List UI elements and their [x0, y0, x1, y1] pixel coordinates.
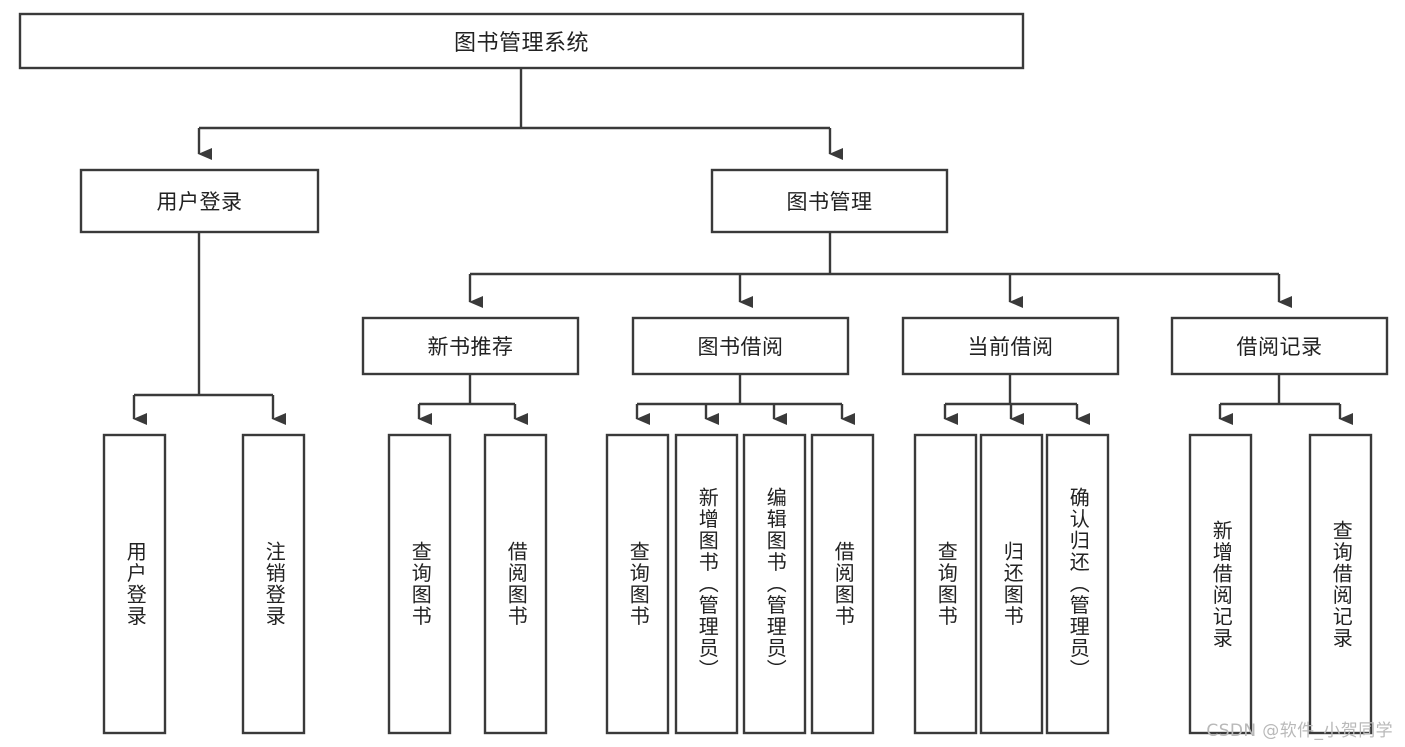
node-box-leaf-query-record[interactable] — [1308, 433, 1373, 735]
node-box-leaf-query-book-1[interactable] — [387, 433, 452, 735]
node-box-leaf-query-book-2[interactable] — [605, 433, 670, 735]
node-box-leaf-query-book-3[interactable] — [913, 433, 978, 735]
node-box-new-book-recommend[interactable] — [361, 316, 580, 376]
node-box-root[interactable] — [18, 12, 1025, 70]
node-box-leaf-return-book[interactable] — [979, 433, 1044, 735]
node-box-leaf-confirm-return[interactable] — [1045, 433, 1110, 735]
node-box-user-login[interactable] — [79, 168, 320, 234]
node-box-leaf-edit-book[interactable] — [742, 433, 807, 735]
node-box-book-borrow[interactable] — [631, 316, 850, 376]
node-box-book-manage[interactable] — [710, 168, 949, 234]
node-box-leaf-borrow-book-1[interactable] — [483, 433, 548, 735]
node-box-leaf-logout-login[interactable] — [241, 433, 306, 735]
node-box-leaf-add-record[interactable] — [1188, 433, 1253, 735]
node-box-current-borrow[interactable] — [901, 316, 1120, 376]
node-box-leaf-user-login[interactable] — [102, 433, 167, 735]
node-box-borrow-record[interactable] — [1170, 316, 1389, 376]
node-box-leaf-add-book[interactable] — [674, 433, 739, 735]
node-box-leaf-borrow-book-2[interactable] — [810, 433, 875, 735]
